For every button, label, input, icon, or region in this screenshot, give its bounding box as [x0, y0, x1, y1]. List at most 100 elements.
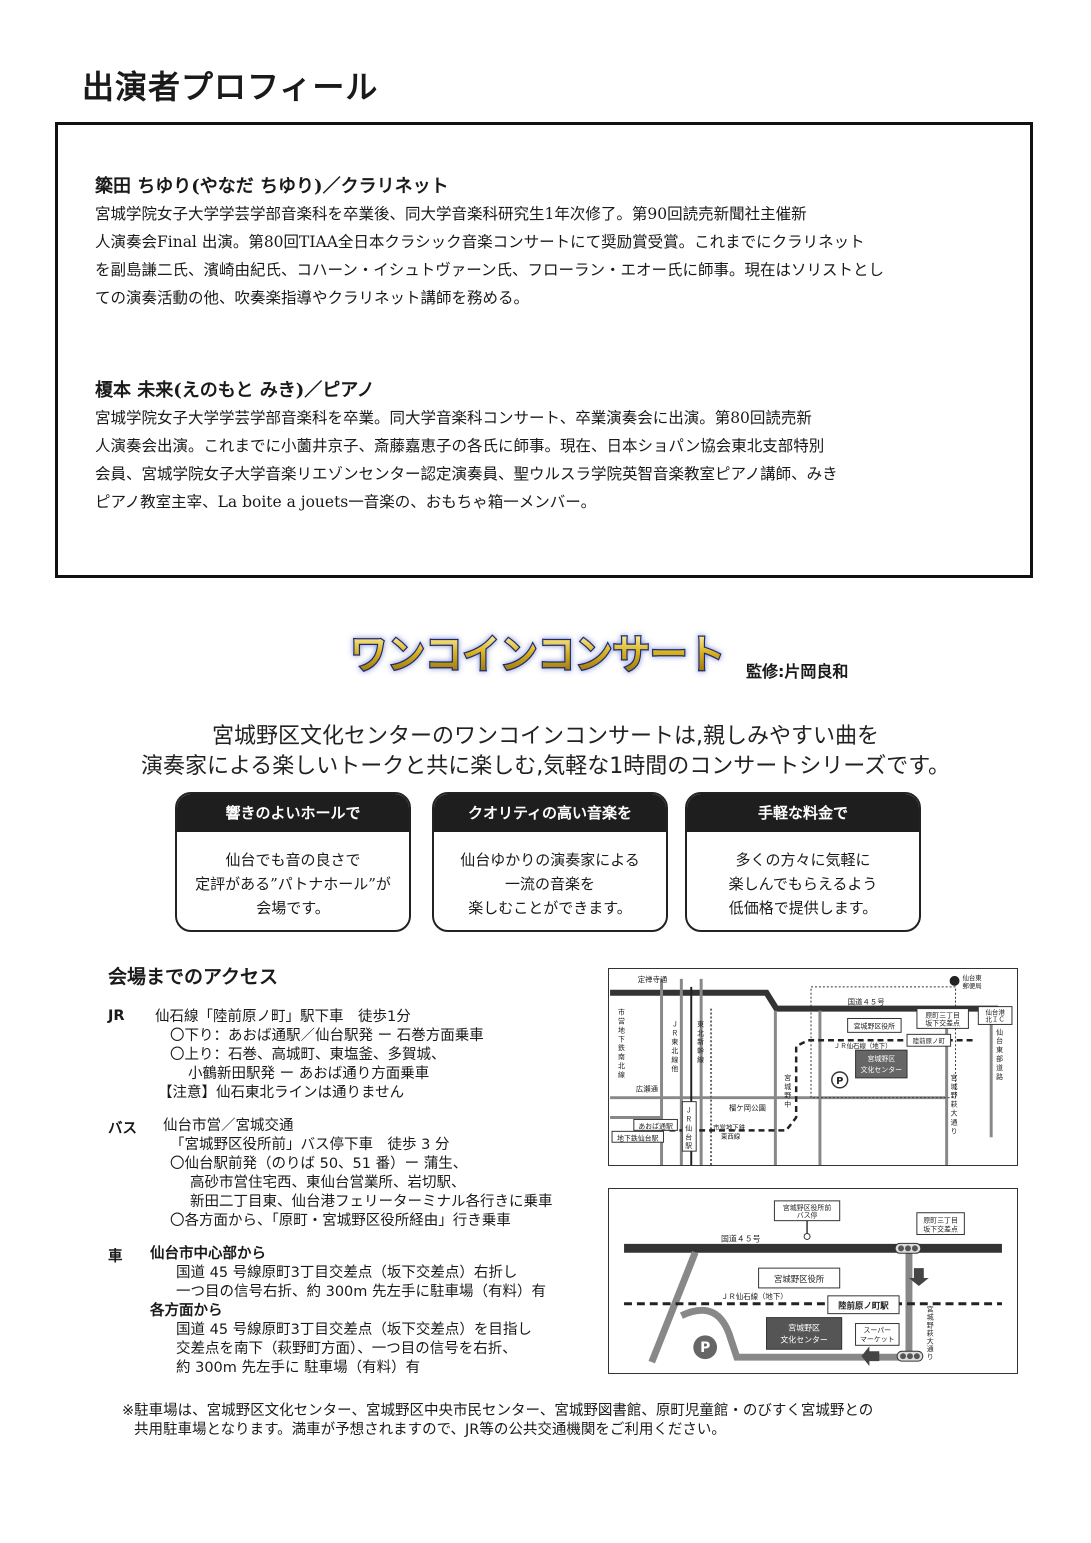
map-label: Ｒ — [685, 1115, 692, 1123]
feature-card-quality: クオリティの高い音楽を 仙台ゆかりの演奏家による 一流の音楽を 楽しむことができ… — [432, 792, 668, 932]
map-label: Ｊ — [685, 1107, 692, 1115]
map-label: 東 — [996, 1045, 1003, 1054]
map-label: 通 — [951, 1117, 958, 1126]
intro-line-2: 演奏家による楽しいトークと共に楽しむ,気軽な1時間のコンサートシリーズです。 — [140, 754, 951, 779]
map-label: Ｒ — [671, 1029, 678, 1037]
map-label: 東西線 — [721, 1131, 741, 1140]
map-label: 野 — [784, 1092, 791, 1100]
map-label: 原町三丁目 — [923, 1217, 958, 1225]
access-car-sub: 各方面から — [150, 1303, 223, 1319]
map-label: ＪＲ仙石線（地下） — [721, 1291, 788, 1301]
map-label: 宮 — [784, 1073, 791, 1082]
map-label: 宮城野区役所前 — [783, 1203, 831, 1212]
map-label: 通 — [927, 1344, 934, 1353]
access-jr-label: JR — [108, 1008, 125, 1024]
concert-logo-text: ワンコインコンサート — [350, 632, 725, 678]
access-line: 〇仙台駅前発（のりば 50、51 番）ー 蒲生、 — [170, 1156, 468, 1172]
parking-icon-label: P — [836, 1076, 843, 1087]
performer-1-name: 簗田 ちゆり(やなだ ちゆり)／クラリネット — [95, 176, 449, 197]
performer-1-bio: 宮城学院女子大学学芸学部音楽科を卒業後、同大学音楽科研究生1年次修了。第90回読… — [95, 200, 995, 312]
access-line: 〇各方面から、「原町・宮城野区役所経由」行き乗車 — [170, 1213, 511, 1229]
map-center: 宮城野区 — [867, 1054, 895, 1063]
concert-logo: ワンコインコンサート — [349, 631, 727, 680]
map-label: 幹 — [697, 1046, 704, 1055]
bio-line: ピアノ教室主宰、La boite a jouets一音楽の、おもちゃ箱一メンバー… — [95, 493, 597, 511]
feature-card-hall: 響きのよいホールで 仙台でも音の良さで 定評がある”パトナホール”が 会場です。 — [175, 792, 411, 932]
map-center: 宮城野区 — [788, 1322, 820, 1332]
access-line: 小鶴新田駅発 ー あおば通り方面乗車 — [188, 1066, 430, 1082]
detail-map: 宮城野区役所前 バス停 国道４５号 原町三丁目 坂下交差点 宮城野区役所 ＪＲ仙… — [608, 1188, 1018, 1374]
map-label: 城 — [951, 1083, 958, 1091]
arrow-down-icon — [908, 1268, 929, 1286]
parking-icon-label: P — [700, 1340, 710, 1356]
access-line: 国道 45 号線原町3丁目交差点（坂下交差点）右折し — [176, 1265, 518, 1281]
supervisor: 監修:片岡良和 — [746, 662, 849, 681]
map-label: 萩 — [951, 1100, 958, 1109]
map-label: 城 — [927, 1314, 934, 1322]
bio-line: ての演奏活動の他、吹奏楽指導やクラリネット講師を務める。 — [95, 289, 530, 307]
bio-line: 人演奏会出演。これまでに小薗井京子、斎藤嘉恵子の各氏に師事。現在、日本ショパン協… — [95, 437, 825, 455]
map-label: 野 — [951, 1092, 958, 1100]
bio-line: を副島謙二氏、濱崎由紀氏、コハーン・イシュトヴァーン氏、フローラン・エオー氏に師… — [95, 261, 884, 279]
access-line: 〇上り：石巻、高城町、東塩釜、多賀城、 — [170, 1047, 446, 1063]
feature-line: 多くの方々に気軽に — [735, 851, 871, 869]
post-office-icon — [949, 975, 960, 986]
map-label: ＪＲ仙石線（地下） — [834, 1041, 892, 1050]
feature-line: 楽しんでもらえるよう — [728, 875, 878, 893]
map-label: 仙台東 — [962, 973, 982, 982]
map-label: 原町三丁目 — [925, 1012, 960, 1020]
map-label: 広瀬通 — [636, 1084, 659, 1094]
map-label: 榴ケ岡公園 — [729, 1103, 766, 1113]
map-center: 文化センター — [861, 1065, 903, 1074]
feature-title: 手軽な料金で — [687, 794, 919, 832]
map-label: 国道４５号 — [721, 1233, 761, 1243]
map-label: 営 — [618, 1016, 625, 1025]
map-label: 線 — [697, 1055, 704, 1064]
feature-line: 低価格で提供します。 — [728, 899, 878, 917]
map-label: 下 — [618, 1035, 625, 1043]
access-line: 国道 45 号線原町3丁目交差点（坂下交差点）を目指し — [176, 1322, 532, 1338]
map-label: 北ＩＣ — [986, 1015, 1005, 1023]
access-line: 「宮城野区役所前」バス停下車 徒歩 3 分 — [170, 1137, 450, 1153]
map-rikuzen-station: 陸前原ノ町 — [913, 1036, 946, 1045]
bio-line: 宮城学院女子大学学芸学部音楽科を卒業。同大学音楽科コンサート、卒業演奏会に出演。… — [95, 409, 812, 427]
map-label: 線 — [618, 1070, 625, 1079]
map-label: り — [927, 1353, 934, 1361]
map-label: 中 — [784, 1100, 791, 1109]
map-label: 東 — [671, 1037, 678, 1046]
map-label: 北 — [697, 1029, 704, 1037]
performer-2-name: 榎本 未来(えのもと みき)／ピアノ — [95, 380, 375, 401]
footnote-line: ※駐車場は、宮城野区文化センター、宮城野区中央市民センター、宮城野図書館、原町児… — [122, 1403, 874, 1419]
map-label: 東 — [697, 1019, 704, 1028]
map-label: 大 — [927, 1336, 934, 1345]
feature-title: クオリティの高い音楽を — [434, 794, 666, 832]
map-label: 宮 — [951, 1073, 958, 1082]
performer-2-bio: 宮城学院女子大学学芸学部音楽科を卒業。同大学音楽科コンサート、卒業演奏会に出演。… — [95, 404, 995, 516]
access-line: 仙石線「陸前原ノ町」駅下車 徒歩1分 — [155, 1009, 411, 1025]
map-label: 北 — [671, 1047, 678, 1055]
map-ward-office: 宮城野区役所 — [854, 1021, 896, 1030]
map-label: 国道４５号 — [848, 997, 885, 1007]
parking-icon — [831, 1071, 849, 1089]
map-label: り — [951, 1127, 958, 1135]
access-car-sub: 仙台市中心部から — [150, 1246, 266, 1262]
access-title: 会場までのアクセス — [108, 966, 279, 988]
map-label: 野 — [927, 1321, 934, 1329]
map-center: 文化センター — [780, 1334, 828, 1344]
map-label: 駅 — [685, 1142, 692, 1150]
map-label: マーケット — [860, 1335, 895, 1343]
map-label: 地下鉄仙台駅 — [617, 1133, 659, 1142]
map-label: 南 — [618, 1052, 625, 1061]
map-label: 宮 — [927, 1305, 934, 1314]
area-map: 宮城野区役所 陸前原ノ町 宮城野区 文化センター P 原町三丁目 坂下交差点 仙… — [608, 968, 1018, 1166]
map-label: 他 — [671, 1064, 678, 1073]
map-label: 北 — [618, 1062, 625, 1070]
page-title: 出演者プロフィール — [82, 68, 379, 106]
map-label: 坂下交差点 — [923, 1225, 958, 1234]
map-label: 坂下交差点 — [925, 1018, 960, 1027]
map-label: スーパー — [864, 1326, 892, 1334]
map-label: 市営地下鉄 — [713, 1122, 746, 1131]
access-line: 一つ目の信号右折、約 300m 先左手に駐車場（有料）有 — [176, 1284, 547, 1300]
feature-line: 仙台ゆかりの演奏家による — [460, 851, 640, 869]
footnote-line: 共用駐車場となります。満車が予想されますので、JR等の公共交通機関をご利用くださ… — [134, 1422, 726, 1438]
